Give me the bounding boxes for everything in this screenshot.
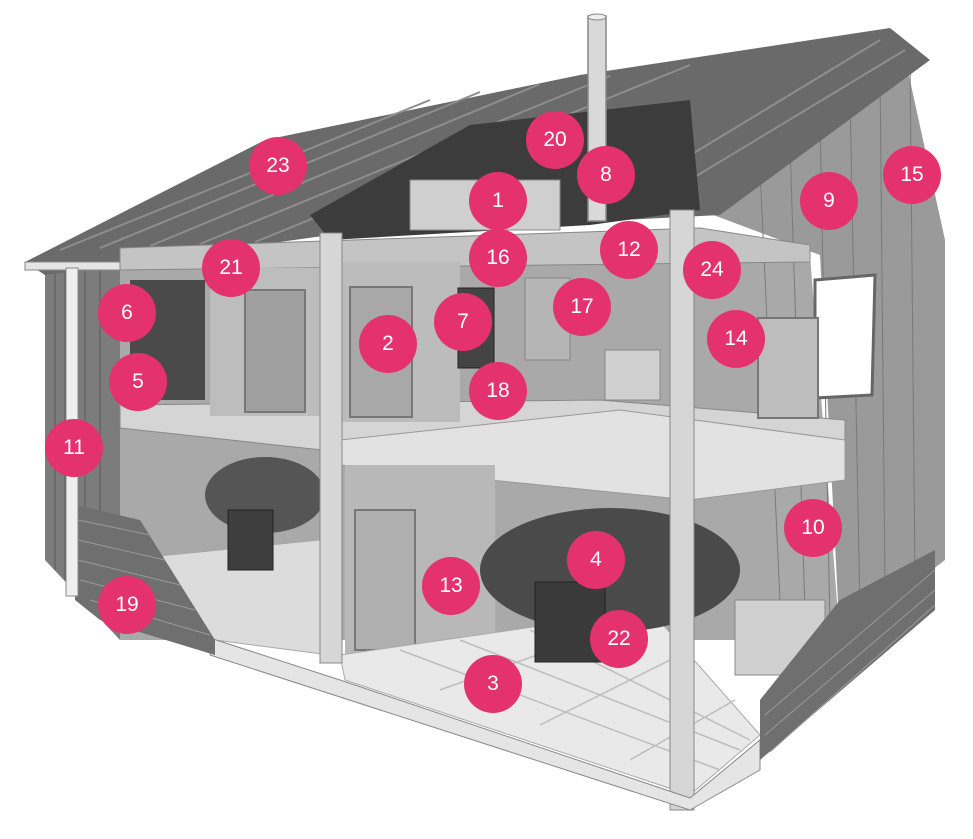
callout-marker-21: 21 <box>202 239 260 297</box>
left-boiler <box>227 509 274 571</box>
right-brick-foundation <box>760 550 935 760</box>
callout-marker-12: 12 <box>600 221 658 279</box>
callout-marker-20: 20 <box>526 111 584 169</box>
callout-marker-2: 2 <box>359 315 417 373</box>
callout-marker-23: 23 <box>249 137 307 195</box>
callout-marker-16: 16 <box>469 229 527 287</box>
callout-marker-1: 1 <box>469 172 527 230</box>
post-left <box>319 232 343 664</box>
callout-marker-4: 4 <box>567 531 625 589</box>
chimney-cap <box>587 13 607 21</box>
callout-marker-24: 24 <box>683 241 741 299</box>
callout-marker-15: 15 <box>883 146 941 204</box>
callout-marker-9: 9 <box>800 172 858 230</box>
radiator <box>604 349 661 401</box>
callout-marker-7: 7 <box>434 293 492 351</box>
callout-marker-5: 5 <box>109 353 167 411</box>
callout-marker-11: 11 <box>45 419 103 477</box>
callout-marker-3: 3 <box>464 655 522 713</box>
post-right <box>669 209 695 811</box>
upper-door-left <box>244 289 306 413</box>
callout-marker-10: 10 <box>784 499 842 557</box>
callout-marker-22: 22 <box>590 610 648 668</box>
right-bricks <box>764 569 936 753</box>
basement-door <box>354 509 416 651</box>
callout-marker-18: 18 <box>469 362 527 420</box>
callout-marker-14: 14 <box>707 310 765 368</box>
callout-marker-6: 6 <box>98 284 156 342</box>
callout-marker-17: 17 <box>553 278 611 336</box>
callout-marker-19: 19 <box>98 576 156 634</box>
cabinet <box>757 317 819 419</box>
window <box>813 273 877 400</box>
callout-marker-13: 13 <box>422 557 480 615</box>
callout-marker-8: 8 <box>577 146 635 204</box>
